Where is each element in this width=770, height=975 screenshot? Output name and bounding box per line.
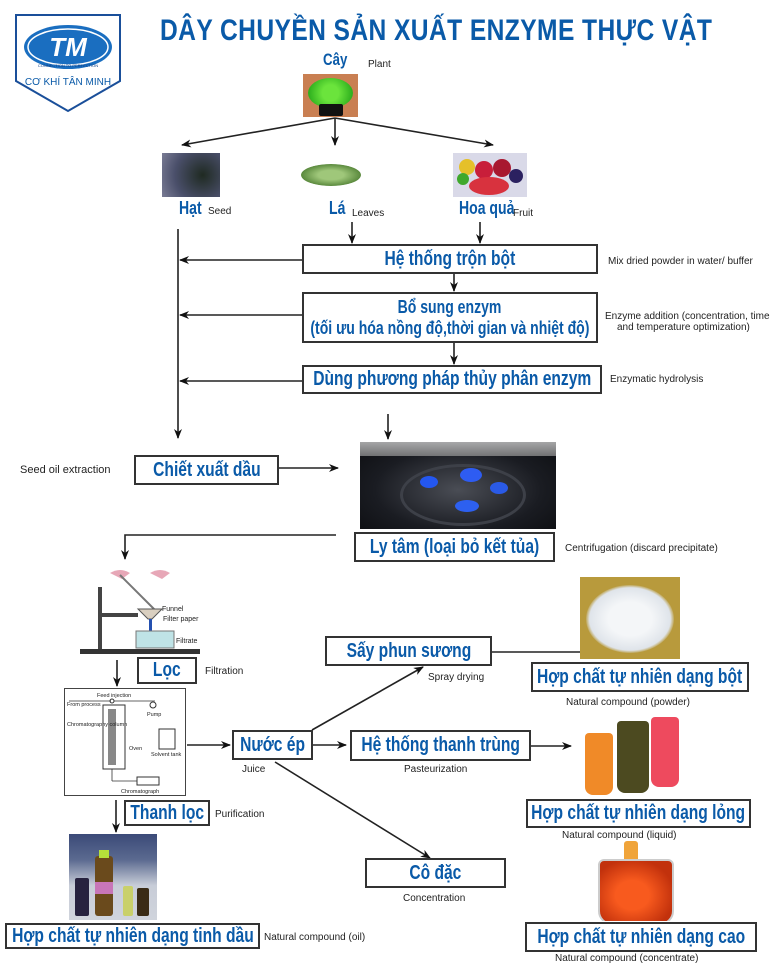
- filtration-box: Lọc: [137, 657, 197, 684]
- liquid-jugs-photo: [583, 711, 683, 797]
- purification-box: Thanh lọc: [124, 800, 210, 826]
- concentrate-beaker-photo: [594, 841, 676, 921]
- arrow-plant-to-fruit: [334, 117, 494, 148]
- svg-text:Filter paper: Filter paper: [163, 616, 199, 623]
- chromatography-diagram: Feed injection From process Pump Chromat…: [64, 688, 186, 796]
- oil-extraction-label-en: Seed oil extraction: [20, 464, 111, 476]
- svg-text:CONNECTION TO PERFECTION: CONNECTION TO PERFECTION: [38, 63, 98, 68]
- arrow-juice-to-concentration: [274, 761, 431, 859]
- company-logo: TM CONNECTION TO PERFECTION CƠ KHÍ TÂN M…: [14, 13, 122, 113]
- oil-compound-box: Hợp chất tự nhiên dạng tinh dầu: [5, 923, 260, 949]
- concentrate-compound-label-en: Natural compound (concentrate): [555, 953, 699, 964]
- powder-compound-box: Hợp chất tự nhiên dạng bột: [531, 662, 749, 692]
- spray-drying-box: Sấy phun sương: [325, 636, 492, 666]
- liquid-compound-box: Hợp chất tự nhiên dạng lỏng: [526, 799, 751, 828]
- oil-bottles-photo: [69, 834, 157, 920]
- filtration-label-en: Filtration: [205, 666, 244, 677]
- svg-text:Pump: Pump: [147, 712, 161, 718]
- svg-text:Oven: Oven: [129, 746, 142, 752]
- plant-label-vn: Cây: [323, 50, 348, 69]
- hydrolysis-label-en: Enzymatic hydrolysis: [610, 374, 704, 385]
- concentration-label-en: Concentration: [403, 893, 466, 904]
- purification-label-en: Purification: [215, 809, 265, 820]
- svg-text:Filtrate: Filtrate: [176, 638, 198, 645]
- juice-label-en: Juice: [242, 764, 266, 775]
- fruit-label-vn: Hoa quả: [459, 198, 515, 218]
- juice-box: Nước ép: [232, 730, 313, 760]
- leaves-label-vn: Lá: [329, 198, 346, 218]
- seed-label-vn: Hạt: [179, 198, 202, 218]
- svg-text:Feed injection: Feed injection: [97, 693, 131, 699]
- powder-photo: [580, 577, 680, 659]
- centrifugation-label-en: Centrifugation (discard precipitate): [565, 543, 718, 554]
- enzyme-addition-label-en-1: Enzyme addition (concentration, time: [605, 311, 770, 322]
- concentration-box: Cô đặc: [365, 858, 506, 888]
- plant-photo: [303, 74, 358, 117]
- svg-text:Solvent tank: Solvent tank: [151, 752, 182, 758]
- svg-text:CƠ KHÍ TÂN MINH: CƠ KHÍ TÂN MINH: [25, 75, 111, 88]
- svg-text:From process: From process: [67, 702, 101, 708]
- svg-text:Chromatograph: Chromatograph: [121, 789, 159, 795]
- centrifugation-box: Ly tâm (loại bỏ kết tủa): [354, 532, 555, 562]
- hydrolysis-box: Dùng phương pháp thủy phân enzym: [302, 365, 602, 394]
- powder-compound-label-en: Natural compound (powder): [566, 697, 690, 708]
- plant-label-en: Plant: [368, 59, 391, 70]
- liquid-compound-label-en: Natural compound (liquid): [562, 830, 677, 841]
- seed-photo: [162, 153, 220, 197]
- fruit-label-en: Fruit: [513, 208, 533, 219]
- leaves-label-en: Leaves: [352, 208, 385, 219]
- mix-system-box: Hệ thống trộn bột: [302, 244, 598, 274]
- spray-drying-label-en: Spray drying: [428, 672, 485, 683]
- arrow-plant-to-seed: [181, 117, 336, 148]
- svg-text:Chromatography column: Chromatography column: [67, 722, 127, 728]
- arrow-juice-to-spray: [311, 666, 424, 731]
- seed-label-en: Seed: [208, 206, 232, 217]
- oil-compound-label-en: Natural compound (oil): [264, 932, 366, 943]
- enzyme-addition-box: Bổ sung enzym (tối ưu hóa nồng độ,thời g…: [302, 292, 598, 343]
- page-title: DÂY CHUYỀN SẢN XUẤT ENZYME THỰC VẬT: [160, 14, 713, 47]
- arrow-centrifuge-to-filtration: [121, 534, 336, 560]
- filtration-apparatus: Funnel Filter paper Filtrate: [70, 565, 230, 657]
- concentrate-compound-box: Hợp chất tự nhiên dạng cao: [525, 922, 757, 952]
- fruit-photo: [453, 153, 527, 197]
- pasteurization-label-en: Pasteurization: [404, 764, 468, 775]
- svg-text:Funnel: Funnel: [162, 606, 184, 613]
- svg-text:TM: TM: [49, 32, 88, 62]
- pasteurization-box: Hệ thống thanh trùng: [350, 730, 531, 761]
- leaves-photo: [297, 150, 365, 192]
- logo-shield-icon: TM CONNECTION TO PERFECTION CƠ KHÍ TÂN M…: [15, 14, 121, 113]
- enzyme-addition-label-en-2: and temperature optimization): [617, 322, 750, 333]
- mix-label-en: Mix dried powder in water/ buffer: [608, 256, 753, 267]
- centrifuge-photo: [360, 442, 556, 529]
- oil-extraction-box: Chiết xuất dầu: [134, 455, 279, 485]
